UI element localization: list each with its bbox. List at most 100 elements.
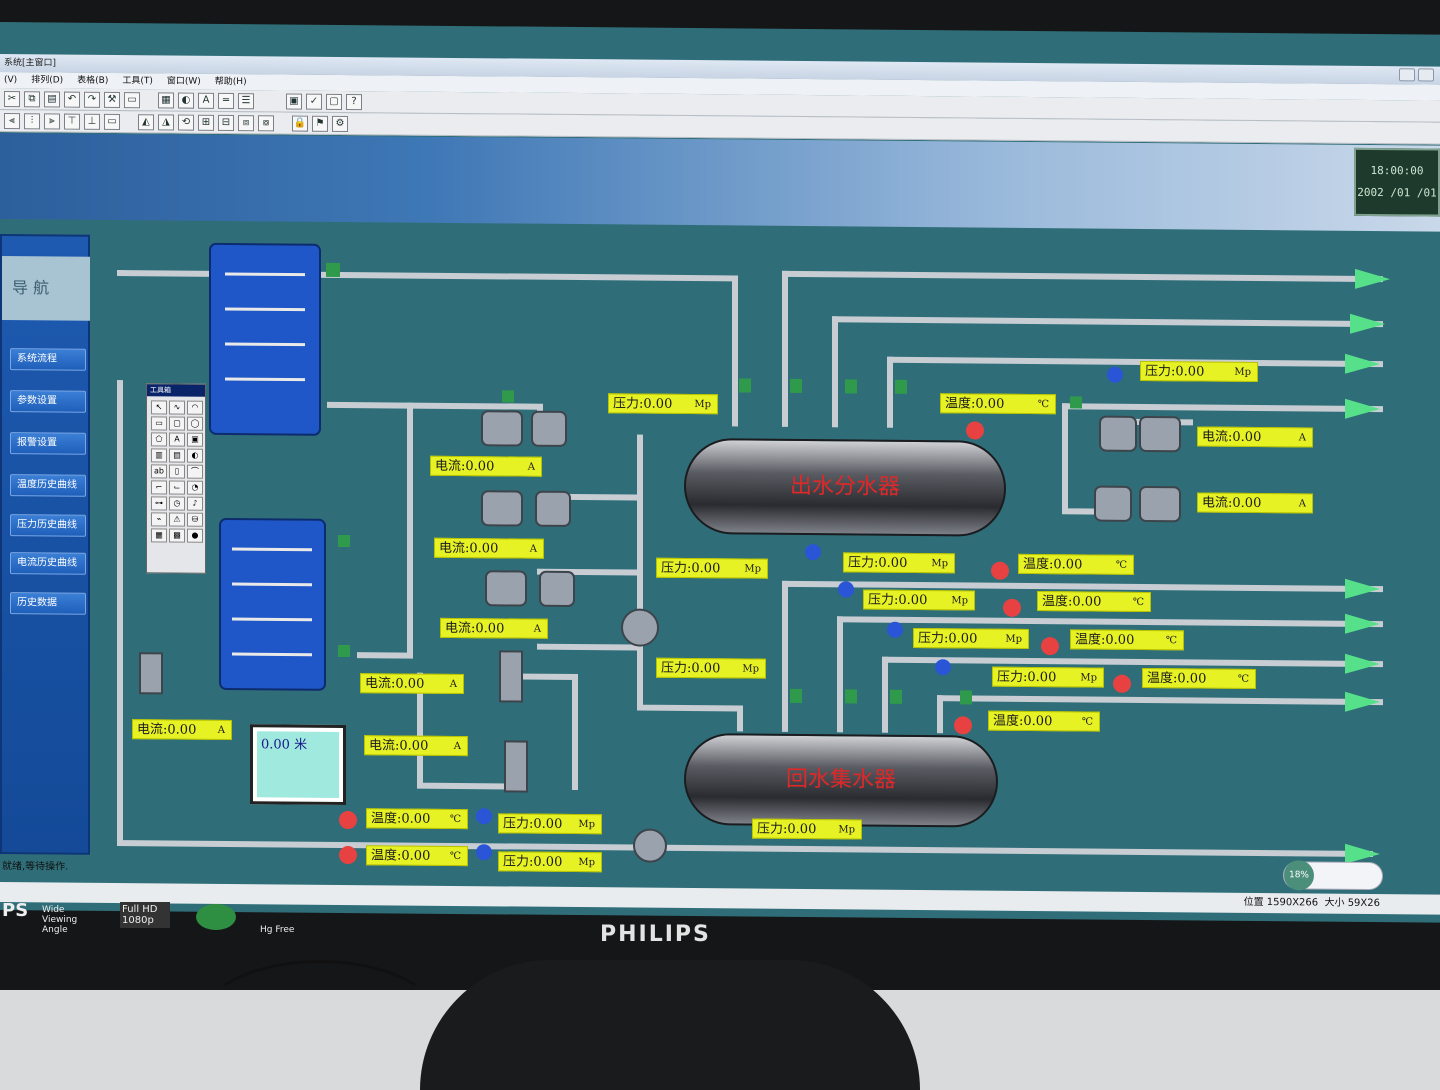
elbow-icon[interactable]: ⌙ (169, 480, 185, 495)
minimize-button[interactable] (1399, 68, 1415, 82)
grid-icon[interactable]: ▩ (169, 528, 185, 543)
chart-icon[interactable]: ▥ (151, 448, 167, 463)
align-center-icon[interactable]: ⫶ (24, 112, 40, 129)
nav-alarm-settings[interactable]: 报警设置 (10, 432, 86, 455)
menu-tools[interactable]: 工具(T) (122, 76, 153, 87)
nav-label: 温度历史曲线 (17, 479, 77, 491)
menu-view[interactable]: (V) (4, 75, 18, 86)
window2-icon[interactable]: ▢ (326, 93, 342, 110)
nav-label: 系统流程 (17, 353, 57, 365)
lock-icon[interactable]: 🔒 (292, 115, 308, 132)
check-icon[interactable]: ✓ (306, 93, 322, 110)
nav-current-history[interactable]: 电流历史曲线 (10, 552, 86, 575)
group-icon[interactable]: ⊞ (198, 114, 214, 131)
return-tank-label: 回水集水器 (785, 766, 896, 793)
color-icon[interactable]: ◐ (187, 448, 203, 463)
cut-icon[interactable]: ✂ (4, 90, 20, 107)
nav-panel: 导 航 系统流程 参数设置 报警设置 温度历史曲线 压力历史曲线 电流历史曲线 … (0, 234, 90, 855)
menu-arrange[interactable]: 排列(D) (31, 75, 64, 86)
slider-icon[interactable]: ⊶ (151, 496, 167, 511)
align-bottom-icon[interactable]: ⊥ (84, 113, 100, 130)
mirror-icon[interactable]: ◮ (158, 113, 174, 131)
list-icon[interactable]: ☰ (238, 92, 254, 109)
pointer-icon[interactable]: ↖ (151, 400, 167, 415)
redo-icon[interactable]: ↷ (84, 91, 100, 108)
gauge-icon[interactable]: ◔ (187, 480, 203, 495)
return-header-tank[interactable]: 回水集水器 (684, 732, 998, 828)
db-icon[interactable]: ⛁ (187, 512, 203, 527)
frame-icon[interactable]: ▭ (124, 91, 140, 108)
image-icon[interactable]: ▣ (187, 432, 203, 447)
line-icon[interactable]: ═ (218, 92, 234, 109)
window-icon[interactable]: ▣ (286, 92, 302, 110)
nav-temp-history[interactable]: 温度历史曲线 (10, 474, 86, 497)
monitor-stand (420, 960, 920, 1090)
rotate-icon[interactable]: ⟲ (178, 114, 194, 131)
nav-system-flow[interactable]: 系统流程 (10, 348, 86, 371)
polygon-icon[interactable]: ⬠ (151, 432, 167, 447)
tool-icon[interactable]: ⚒ (104, 91, 120, 108)
trend-icon[interactable]: ⌁ (151, 512, 167, 527)
sound-icon[interactable]: ♪ (187, 496, 203, 511)
alarm-icon[interactable]: ⚠ (169, 512, 185, 527)
flip-icon[interactable]: ◭ (138, 113, 154, 130)
font-icon[interactable]: A (198, 92, 214, 109)
back-icon[interactable]: ⧇ (258, 114, 274, 131)
paste-icon[interactable]: ▤ (44, 90, 60, 108)
align-left-icon[interactable]: ⫷ (4, 112, 20, 129)
run-icon[interactable]: ⚑ (312, 115, 328, 132)
nav-title: 导 航 (2, 256, 90, 321)
ungroup-icon[interactable]: ⊟ (218, 114, 234, 131)
nav-label: 参数设置 (17, 395, 57, 407)
same-size-icon[interactable]: ▭ (104, 113, 120, 130)
clock-icon[interactable]: ◷ (169, 496, 185, 511)
text-icon[interactable]: A (169, 432, 185, 447)
nav-pressure-history[interactable]: 压力历史曲线 (10, 514, 86, 537)
input-icon[interactable]: ▯ (169, 464, 185, 479)
pipe-icon[interactable]: ⌒ (187, 464, 203, 479)
ball-icon[interactable]: ● (187, 528, 203, 543)
temperature-label: 温度:0.00℃ (940, 393, 1056, 415)
menu-table[interactable]: 表格(B) (77, 75, 109, 86)
config-icon[interactable]: ⚙ (332, 115, 348, 132)
curve-icon[interactable]: ∿ (169, 400, 185, 415)
button-icon[interactable]: ▤ (169, 448, 185, 463)
rect-icon[interactable]: ▭ (151, 416, 167, 431)
palette-icon[interactable]: ◐ (178, 92, 194, 109)
line-icon[interactable]: ⌐ (151, 480, 167, 495)
clock-panel: 18:00:00 2002 /01 /01 (1354, 147, 1440, 217)
undo-icon[interactable]: ↶ (64, 91, 80, 108)
maximize-button[interactable] (1418, 68, 1434, 82)
menu-help[interactable]: 帮助(H) (214, 76, 247, 88)
temperature-label: 温度:0.00℃ (1070, 629, 1184, 651)
help-icon[interactable]: ? (346, 93, 362, 110)
badge-fullhd: Full HD 1080p (120, 902, 170, 928)
water-fill: 0.00 米 (257, 731, 339, 798)
copy-icon[interactable]: ⧉ (24, 90, 40, 107)
table-icon[interactable]: ▦ (151, 528, 167, 543)
ellipse-icon[interactable]: ◯ (187, 416, 203, 431)
menu-window[interactable]: 窗口(W) (166, 76, 201, 87)
supply-header-tank[interactable]: 出水分水器 (684, 437, 1006, 537)
cable (200, 960, 440, 1080)
temperature-label: 温度:0.00℃ (1018, 553, 1134, 575)
toolbox-palette[interactable]: 工具箱 ↖∿◠ ▭▢◯ ⬠A▣ ▥▤◐ ab▯⌒ ⌐⌙◔ ⊶◷♪ ⌁⚠⛁ ▦▩● (146, 383, 206, 574)
grid-icon[interactable]: ▦ (158, 91, 174, 109)
roundrect-icon[interactable]: ▢ (169, 416, 185, 431)
front-icon[interactable]: ⧈ (238, 114, 254, 131)
align-top-icon[interactable]: ⊤ (64, 113, 80, 130)
nav-history-data[interactable]: 历史数据 (10, 592, 86, 615)
align-right-icon[interactable]: ⫸ (44, 112, 60, 130)
nav-param-settings[interactable]: 参数设置 (10, 390, 86, 413)
label-icon[interactable]: ab (151, 464, 167, 479)
screen: 系统[主窗口] (V) 排列(D) 表格(B) 工具(T) 窗口(W) 帮助(H… (0, 22, 1440, 923)
arc-icon[interactable]: ◠ (187, 400, 203, 415)
